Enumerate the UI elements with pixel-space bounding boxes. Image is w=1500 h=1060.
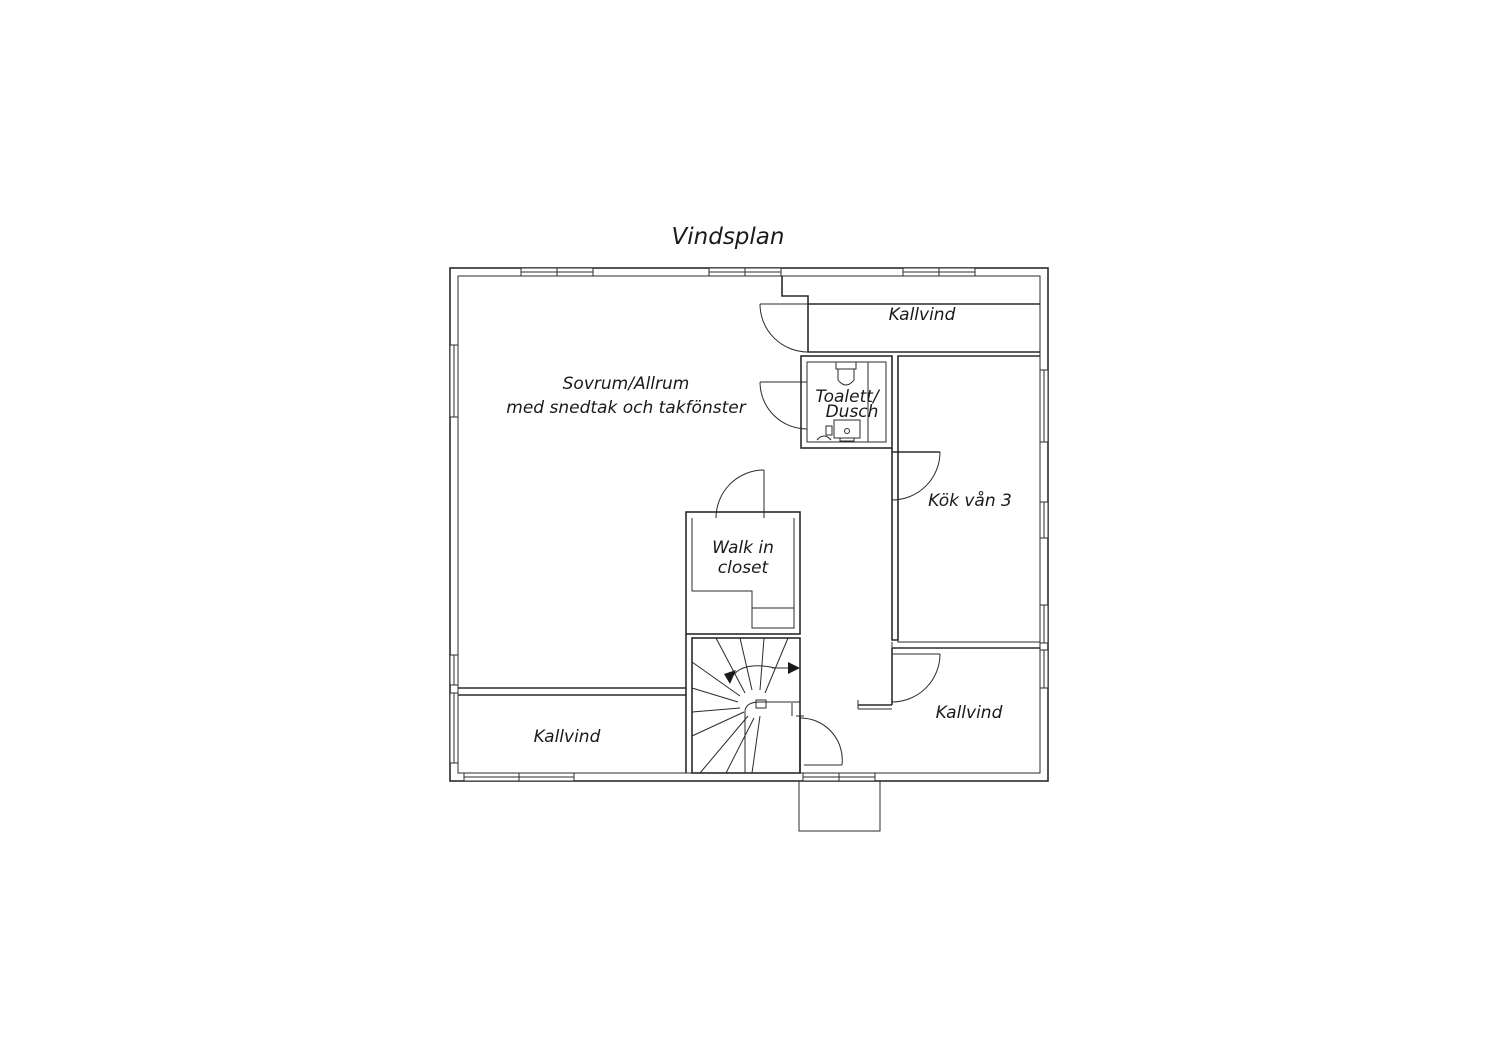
- room-label-sovrum-1: Sovrum/Allrum: [563, 374, 690, 394]
- room-label-kok: Kök vån 3: [928, 490, 1012, 511]
- walkin-closet-room: [685, 469, 801, 635]
- entrance-door: [796, 715, 843, 774]
- windows-right: [1039, 369, 1049, 689]
- plan-title: Vindsplan: [672, 224, 785, 250]
- room-label-walkin-2: closet: [718, 558, 770, 578]
- room-label-sovrum-2: med snedtak och takfönster: [506, 398, 746, 418]
- room-label-kallvind-right: Kallvind: [936, 703, 1003, 723]
- sink-icon: [816, 419, 861, 442]
- room-label-kallvind-top: Kallvind: [889, 305, 956, 325]
- room-label-toalett-2: Dusch: [826, 402, 879, 422]
- windows-bottom: [463, 772, 876, 782]
- toilet-icon: [835, 361, 857, 386]
- windows-left: [449, 344, 459, 764]
- balcony: [798, 780, 881, 832]
- kitchen-room: [891, 355, 1041, 649]
- staircase-icon: [691, 637, 801, 774]
- windows-top: [520, 267, 976, 277]
- room-label-walkin-1: Walk in: [712, 538, 774, 558]
- kallvind-left-room: [458, 634, 687, 773]
- kallvind-top-room: [759, 276, 1040, 353]
- kallvind-right-room: [857, 648, 941, 710]
- room-label-kallvind-left: Kallvind: [534, 727, 601, 747]
- stair-direction-arrow-icon: [724, 662, 800, 684]
- room-label-toalett-1: Toalett/: [815, 387, 881, 407]
